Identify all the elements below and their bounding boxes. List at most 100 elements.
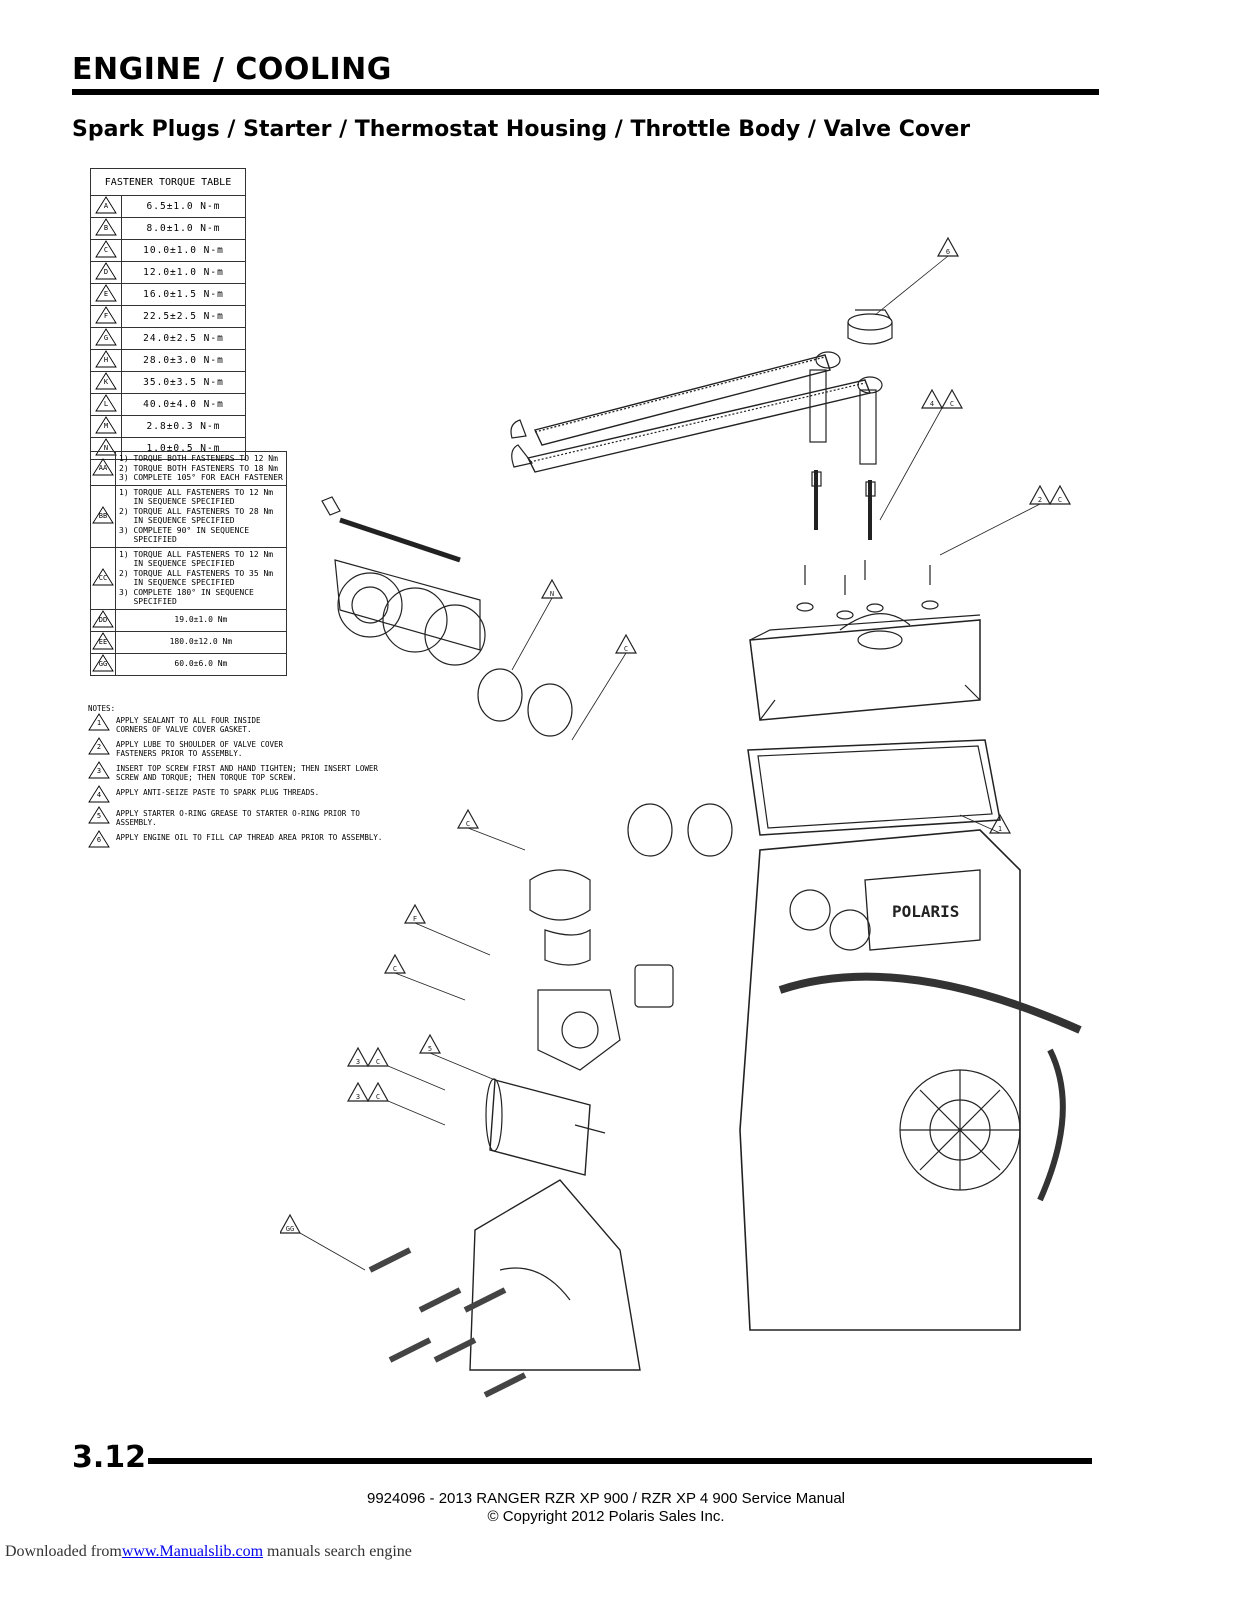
triangle-note-icon: 6: [88, 830, 110, 848]
torque-value: 16.0±1.5 N-m: [121, 283, 246, 306]
triangle-key-icon: L: [95, 394, 117, 412]
sequence-row: GG 60.0±6.0 Nm: [90, 652, 287, 676]
sequence-step: 2) TORQUE ALL FASTENERS TO 28 Nm: [119, 506, 274, 516]
sequence-step: IN SEQUENCE SPECIFIED: [119, 516, 235, 525]
torque-value: 22.5±2.5 N-m: [121, 305, 246, 328]
triangle-key-icon: CC: [92, 567, 114, 586]
callout-label: 6: [946, 248, 950, 256]
triangle-note-icon: 3: [88, 761, 110, 779]
sequence-step: IN SEQUENCE SPECIFIED: [119, 578, 235, 587]
torque-value: 12.0±1.0 N-m: [121, 261, 246, 284]
valve-cover-fasteners: [796, 560, 939, 620]
thermostat-housing: [529, 869, 674, 1071]
sequence-step: 1) TORQUE ALL FASTENERS TO 12 Nm: [119, 487, 274, 497]
valve-cover: [749, 613, 981, 721]
note-text: APPLY SEALANT TO ALL FOUR INSIDE CORNERS…: [116, 716, 261, 734]
engine-block: POLARIS: [739, 829, 1082, 1331]
copyright-line: © Copyright 2012 Polaris Sales Inc.: [487, 1508, 725, 1525]
callout-label: C: [376, 1058, 380, 1066]
sequence-row: EE 180.0±12.0 Nm: [90, 630, 287, 654]
sequence-step: SPECIFIED: [119, 535, 177, 544]
triangle-note-icon: 1: [88, 713, 110, 731]
note-item: 4 APPLY ANTI-SEIZE PASTE TO SPARK PLUG TH…: [88, 785, 398, 803]
triangle-note-icon: 5: [88, 806, 110, 824]
sequence-step: 180.0±12.0 Nm: [115, 630, 287, 654]
callout-label: N: [550, 590, 554, 598]
sequence-row: BB 1) TORQUE ALL FASTENERS TO 12 Nm IN S…: [90, 484, 287, 548]
triangle-note-icon: 4: [88, 785, 110, 803]
starter-motor: [485, 1078, 606, 1176]
note-item: 5 APPLY STARTER O-RING GREASE TO STARTER …: [88, 806, 398, 827]
callout-label: 4: [930, 400, 934, 408]
exploded-engine-drawing: POLARIS: [280, 236, 1082, 1398]
throttle-body: [321, 496, 486, 666]
mount-bolts: [368, 1247, 527, 1398]
download-prefix: Downloaded from: [5, 1543, 122, 1560]
spark-plug-leads: [510, 351, 883, 540]
callout-labels: 6 4 C 2 C N C C 1 F C 5 3 C 3 C GG: [286, 248, 1062, 1233]
torque-value: 35.0±3.5 N-m: [121, 371, 246, 394]
sequence-step: IN SEQUENCE SPECIFIED: [119, 497, 235, 506]
page-subtitle: Spark Plugs / Starter / Thermostat Housi…: [72, 117, 971, 142]
callout-label: GG: [286, 1225, 294, 1233]
note-text: APPLY LUBE TO SHOULDER OF VALVE COVER FA…: [116, 740, 284, 758]
triangle-key-icon: H: [95, 350, 117, 368]
torque-value: 6.5±1.0 N-m: [121, 195, 246, 218]
sequence-step: SPECIFIED: [119, 597, 177, 606]
title-rule: [72, 89, 1099, 95]
triangle-note-icon: 2: [88, 737, 110, 755]
callout-label: 2: [1038, 496, 1042, 504]
sequence-step: 3) COMPLETE 90° IN SEQUENCE: [119, 525, 250, 535]
callout-label: C: [950, 400, 954, 408]
triangle-key-icon: G: [95, 328, 117, 346]
callout-label: C: [624, 645, 628, 653]
callout-label: 3: [356, 1058, 360, 1066]
manualslib-link[interactable]: www.Manualslib.com: [121, 1543, 264, 1560]
leader-lines: [299, 255, 1041, 1271]
note-item: 1 APPLY SEALANT TO ALL FOUR INSIDE CORNER…: [88, 713, 398, 734]
torque-value: 2.8±0.3 N-m: [121, 415, 246, 438]
torque-value: 24.0±2.5 N-m: [121, 327, 246, 350]
sequence-row: DD 19.0±1.0 Nm: [90, 608, 287, 632]
callout-label: 5: [428, 1045, 432, 1053]
note-text: APPLY ANTI-SEIZE PASTE TO SPARK PLUG THR…: [116, 788, 320, 797]
page-number: 3.12: [72, 1440, 147, 1475]
triangle-key-icon: B: [95, 218, 117, 236]
sequence-step: 2) TORQUE BOTH FASTENERS TO 18 Nm: [119, 463, 278, 473]
triangle-key-icon: GG: [92, 653, 114, 672]
note-text: APPLY STARTER O-RING GREASE TO STARTER O…: [116, 809, 360, 827]
engine-brand-label: POLARIS: [892, 902, 959, 921]
sequence-step: 3) COMPLETE 180° IN SEQUENCE: [119, 587, 254, 597]
sequence-step: 2) TORQUE ALL FASTENERS TO 35 Nm: [119, 568, 274, 578]
callout-triangles: [280, 236, 1072, 1234]
triangle-key-icon: D: [95, 262, 117, 280]
triangle-key-icon: DD: [92, 609, 114, 628]
sequence-step: 60.0±6.0 Nm: [115, 652, 287, 676]
section-title: ENGINE / COOLING: [72, 52, 392, 87]
callout-label: C: [466, 820, 470, 828]
triangle-key-icon: EE: [92, 631, 114, 650]
torque-table-title: FASTENER TORQUE TABLE: [90, 168, 246, 196]
torque-value: 8.0±1.0 N-m: [121, 217, 246, 240]
torque-value: 28.0±3.0 N-m: [121, 349, 246, 372]
triangle-key-icon: K: [95, 372, 117, 390]
triangle-key-icon: C: [95, 240, 117, 258]
download-line: Downloaded fromwww.Manualslib.com manual…: [5, 1543, 412, 1561]
torque-value: 40.0±4.0 N-m: [121, 393, 246, 416]
triangle-key-icon: A: [95, 196, 117, 214]
triangle-key-icon: AA: [92, 458, 114, 476]
download-suffix: manuals search engine: [263, 1543, 412, 1560]
